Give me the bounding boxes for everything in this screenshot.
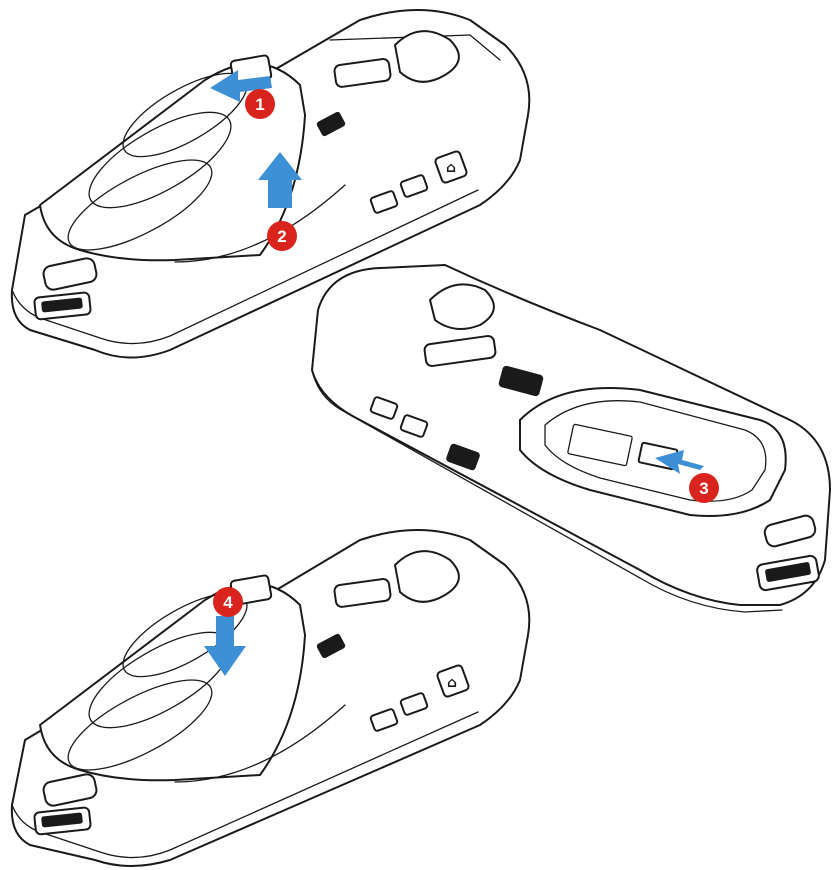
step-badge-2: 2 <box>267 221 297 251</box>
svg-text:2: 2 <box>277 227 286 246</box>
svg-text:⌂: ⌂ <box>447 675 457 691</box>
svg-text:⌂: ⌂ <box>446 160 456 176</box>
step-badge-3: 3 <box>689 473 719 503</box>
step-badge-4: 4 <box>213 587 243 617</box>
device-cover-replacement: ⌂ 4 <box>12 530 530 866</box>
device-camera-module-open <box>430 284 494 329</box>
svg-text:1: 1 <box>255 95 264 114</box>
svg-text:3: 3 <box>699 479 708 498</box>
svg-text:4: 4 <box>223 593 233 612</box>
step-badge-1: 1 <box>245 89 275 119</box>
